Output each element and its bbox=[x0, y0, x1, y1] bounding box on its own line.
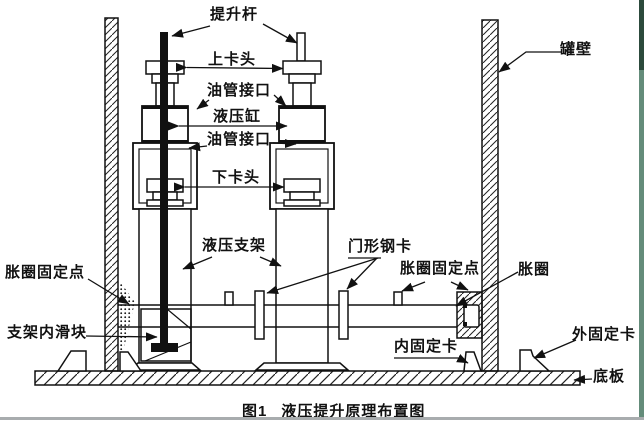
label-oil-pipe-port-lower: 油管接口 bbox=[207, 131, 272, 148]
right-lower-clamp-shape bbox=[283, 178, 321, 193]
label-hydraulic-support: 液压支架 bbox=[202, 237, 267, 254]
label-ring-fixing-point-right: 胀圈固定点 bbox=[400, 260, 481, 277]
ring-fixing-tab-shape bbox=[224, 291, 234, 306]
right-tank-wall bbox=[481, 19, 499, 372]
right-lifting-rod-shape bbox=[296, 32, 306, 62]
right-cylinder-shape bbox=[278, 105, 326, 144]
label-gate-shaped-steel-clamp: 门形钢卡 bbox=[348, 238, 413, 255]
table-cell-border-right bbox=[639, 0, 644, 417]
label-tank-wall: 罐壁 bbox=[560, 41, 593, 58]
caption-title: 液压提升原理布置图 bbox=[281, 403, 426, 420]
label-upper-clamp: 上卡头 bbox=[208, 51, 257, 68]
label-lifting-rod: 提升杆 bbox=[210, 6, 259, 23]
label-lower-clamp: 下卡头 bbox=[212, 169, 261, 186]
label-base-plate: 底板 bbox=[593, 368, 626, 385]
label-support-inner-slider: 支架内滑块 bbox=[7, 324, 88, 341]
label-inner-fixing-clamp: 内固定卡 bbox=[394, 338, 459, 355]
inner-fixing-clamp-shape bbox=[463, 351, 483, 372]
base-plate-shape bbox=[34, 370, 581, 386]
label-outer-fixing-clamp: 外固定卡 bbox=[572, 326, 637, 343]
label-ring-fixing-point-left: 胀圈固定点 bbox=[5, 264, 86, 281]
figure-caption: 图1 液压提升原理布置图 bbox=[242, 400, 425, 421]
table-cell-border-bottom bbox=[0, 417, 644, 420]
label-hydraulic-cylinder: 液压缸 bbox=[213, 108, 262, 125]
right-support-column-shape bbox=[275, 208, 329, 364]
outer-fixing-clamp-shape bbox=[519, 349, 551, 372]
gate-clamp-bar-right-shape bbox=[338, 290, 349, 340]
right-upper-clamp-shape bbox=[282, 60, 322, 75]
left-tank-wall bbox=[104, 17, 119, 372]
label-oil-pipe-port-upper: 油管接口 bbox=[207, 82, 272, 99]
left-lifting-rod-shape bbox=[151, 32, 178, 352]
caption-number: 图1 bbox=[242, 403, 268, 420]
ring-fixing-tab2-shape bbox=[393, 291, 403, 306]
gate-clamp-bar-left-shape bbox=[254, 290, 265, 340]
outer-clamp-left-shape bbox=[56, 350, 87, 372]
leader-lines bbox=[85, 23, 593, 384]
inner-clamp-left-shape bbox=[119, 351, 143, 372]
label-expansion-ring: 胀圈 bbox=[518, 261, 551, 278]
weld-stipple bbox=[118, 279, 135, 352]
